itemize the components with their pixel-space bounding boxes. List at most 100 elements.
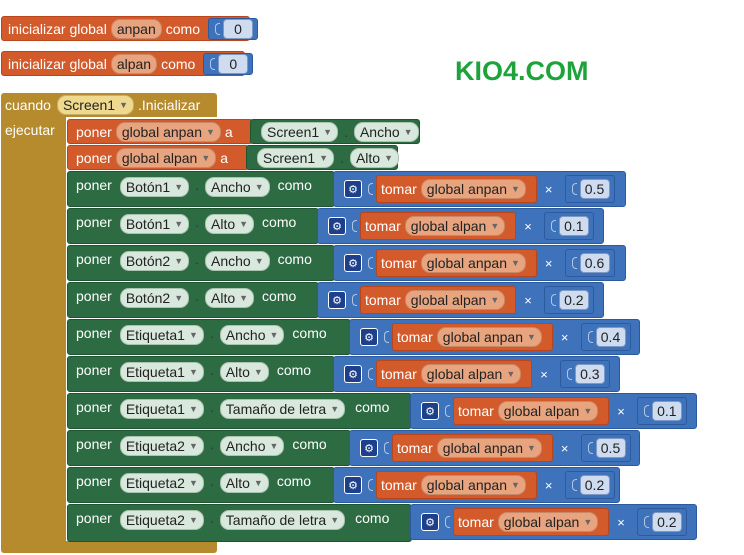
init-global-alpan-block[interactable]: inicializar global alpan como 0 — [1, 51, 254, 76]
variable-dropdown[interactable]: global anpan▼ — [420, 179, 526, 199]
component-dropdown[interactable]: Etiqueta1▼ — [119, 325, 204, 345]
component-dropdown[interactable]: Etiqueta2▼ — [119, 473, 204, 493]
component-dropdown[interactable]: Etiqueta1▼ — [119, 399, 204, 419]
number-block[interactable]: 0.1 — [543, 212, 594, 240]
variable-dropdown[interactable]: global anpan▼ — [115, 121, 221, 142]
number-block[interactable]: 0 — [203, 52, 254, 75]
setter-block[interactable]: poner Etiqueta1▼ . Ancho▼ como — [67, 319, 351, 355]
component-getter-block[interactable]: Screen1▼ . Ancho▼ — [250, 119, 420, 144]
property-dropdown[interactable]: Ancho▼ — [219, 436, 285, 456]
number-value[interactable]: 0.1 — [558, 216, 589, 236]
component-dropdown[interactable]: Screen1▼ — [56, 95, 135, 115]
number-block[interactable]: 0.2 — [636, 508, 687, 536]
number-block[interactable]: 0.1 — [636, 397, 687, 425]
setter-block[interactable]: poner Etiqueta2▼ . Tamaño de letra▼ como — [67, 504, 412, 542]
setter-block[interactable]: poner Botón1▼ . Ancho▼ como — [67, 171, 335, 207]
property-dropdown[interactable]: Alto▼ — [349, 147, 400, 168]
gear-icon[interactable]: ⚙ — [360, 439, 378, 457]
number-value[interactable]: 0.4 — [595, 327, 626, 347]
component-dropdown[interactable]: Etiqueta2▼ — [119, 436, 204, 456]
variable-dropdown[interactable]: global anpan▼ — [436, 438, 542, 458]
gear-icon[interactable]: ⚙ — [344, 365, 362, 383]
setter-block[interactable]: poner Etiqueta2▼ . Alto▼ como — [67, 467, 335, 503]
number-block[interactable]: 0.2 — [564, 471, 615, 499]
component-dropdown[interactable]: Botón1▼ — [119, 214, 190, 234]
variable-dropdown[interactable]: global alpan▼ — [497, 512, 599, 532]
number-block[interactable]: 0.3 — [559, 360, 610, 388]
gear-icon[interactable]: ⚙ — [360, 328, 378, 346]
property-dropdown[interactable]: Alto▼ — [219, 473, 269, 493]
number-value[interactable]: 0 — [223, 18, 253, 39]
global-name-field[interactable]: alpan — [110, 53, 158, 74]
setter-block[interactable]: poner Etiqueta2▼ . Ancho▼ como — [67, 430, 351, 466]
property-dropdown[interactable]: Tamaño de letra▼ — [219, 510, 346, 530]
number-block[interactable]: 0.6 — [564, 249, 615, 277]
variable-dropdown[interactable]: global anpan▼ — [420, 253, 526, 273]
number-value[interactable]: 0.6 — [579, 253, 610, 273]
init-global-anpan-block[interactable]: inicializar global anpan como 0 — [1, 16, 258, 41]
variable-dropdown[interactable]: global alpan▼ — [115, 147, 217, 168]
number-block[interactable]: 0.2 — [543, 286, 594, 314]
setter-block[interactable]: poner Botón1▼ . Alto▼ como — [67, 208, 319, 244]
property-dropdown[interactable]: Ancho▼ — [205, 177, 270, 197]
component-dropdown[interactable]: Etiqueta1▼ — [119, 362, 204, 382]
gear-icon[interactable]: ⚙ — [344, 180, 362, 198]
number-value[interactable]: 0.1 — [651, 401, 682, 421]
global-name-field[interactable]: anpan — [110, 18, 162, 39]
component-dropdown[interactable]: Botón1▼ — [119, 177, 190, 197]
number-value[interactable]: 0.2 — [579, 475, 610, 495]
component-dropdown[interactable]: Botón2▼ — [119, 288, 190, 308]
property-dropdown[interactable]: Ancho▼ — [205, 251, 270, 271]
number-value[interactable]: 0.5 — [579, 179, 610, 199]
number-block[interactable]: 0.5 — [580, 434, 631, 462]
number-value[interactable]: 0.2 — [651, 512, 682, 532]
component-dropdown[interactable]: Botón2▼ — [119, 251, 190, 271]
setter-block[interactable]: poner Etiqueta1▼ . Tamaño de letra▼ como — [67, 393, 412, 429]
variable-dropdown[interactable]: global alpan▼ — [420, 364, 522, 384]
gear-icon[interactable]: ⚙ — [344, 476, 362, 494]
component-dropdown[interactable]: Etiqueta2▼ — [119, 510, 204, 530]
gear-icon[interactable]: ⚙ — [328, 217, 346, 235]
gear-icon[interactable]: ⚙ — [344, 254, 362, 272]
set-global-alpan-block[interactable]: poner global alpan▼ a — [67, 145, 249, 170]
component-getter-block[interactable]: Screen1▼ . Alto▼ — [246, 145, 400, 170]
number-block[interactable]: 0.5 — [564, 175, 615, 203]
property-dropdown[interactable]: Ancho▼ — [353, 121, 419, 142]
setter-block[interactable]: poner Botón2▼ . Ancho▼ como — [67, 245, 335, 281]
component-dropdown[interactable]: Screen1▼ — [257, 147, 335, 168]
number-value[interactable]: 0.3 — [574, 364, 605, 384]
component-dropdown[interactable]: Screen1▼ — [261, 121, 339, 142]
property-dropdown[interactable]: Alto▼ — [205, 288, 255, 308]
property-dropdown[interactable]: Ancho▼ — [219, 325, 285, 345]
variable-dropdown[interactable]: global alpan▼ — [404, 216, 506, 236]
number-value[interactable]: 0 — [218, 53, 249, 74]
property-dropdown[interactable]: Alto▼ — [219, 362, 269, 382]
variable-dropdown[interactable]: global alpan▼ — [404, 290, 506, 310]
number-value[interactable]: 0.2 — [558, 290, 589, 310]
number-value[interactable]: 0.5 — [595, 438, 626, 458]
property-dropdown[interactable]: Alto▼ — [205, 214, 255, 234]
gear-icon[interactable]: ⚙ — [421, 513, 439, 531]
setter-block[interactable]: poner Botón2▼ . Alto▼ como — [67, 282, 319, 318]
number-block[interactable]: 0 — [208, 17, 258, 40]
gear-icon[interactable]: ⚙ — [328, 291, 346, 309]
variable-dropdown[interactable]: global anpan▼ — [420, 475, 526, 495]
setter-block[interactable]: poner Etiqueta1▼ . Alto▼ como — [67, 356, 335, 392]
